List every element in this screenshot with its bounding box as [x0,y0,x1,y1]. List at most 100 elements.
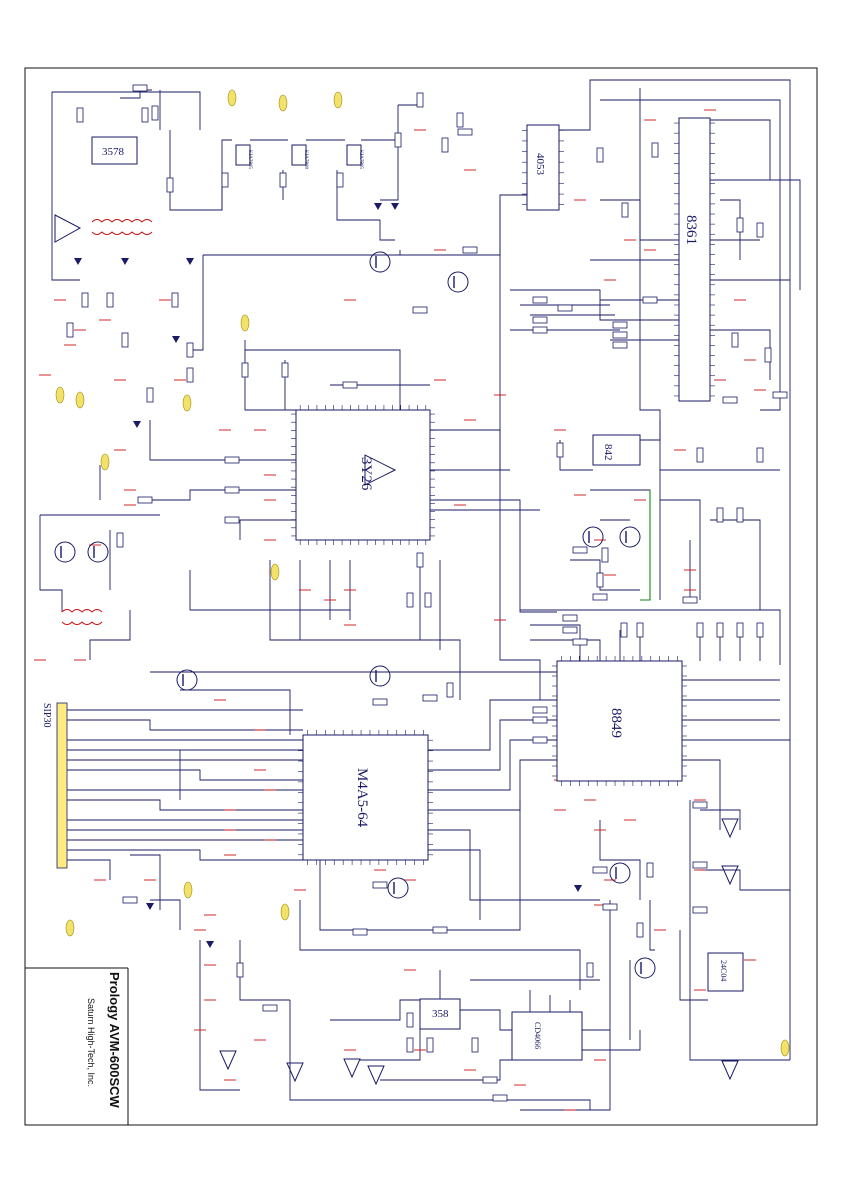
resistor [241,362,249,378]
resistor [692,861,708,869]
resistor [412,306,428,314]
net-flag [55,386,65,404]
net-flag [280,903,290,921]
diode-symbol [121,258,129,265]
ic-3578: 3578 [91,136,138,165]
ic-24c04: 24C04 [707,952,744,992]
product-title: Prology AVM-600SCW [107,972,122,1109]
resistor [596,572,604,588]
op-amp-symbol [367,1065,385,1086]
resistor [446,682,454,698]
regulator-1: KIA7805 [235,144,252,169]
resistor [224,486,240,494]
resistor [532,296,548,304]
ic-8361-label: 8361 [683,215,699,245]
ic-8361: 8361 [678,117,711,402]
op-amp-symbol [721,865,739,886]
resistor [352,928,368,936]
wire [710,179,801,290]
ic-cd4066-label: CD4066 [533,1022,542,1049]
net-flag [75,391,85,409]
ic-8849: 8849 [556,660,683,782]
resistor [692,801,708,809]
resistor [532,316,548,324]
resistor [592,593,608,601]
wire [700,809,741,830]
resistor [736,622,744,638]
resistor [532,326,548,334]
transistor-symbol [634,957,656,979]
svg-text:KIA7805: KIA7805 [358,150,363,169]
resistor [426,1037,434,1053]
resistor [756,447,764,463]
resistor [121,332,129,348]
svg-text:KIA7805: KIA7805 [247,150,252,169]
net-flag [333,91,343,109]
wire [336,170,380,221]
wire [188,255,204,351]
resistor [122,896,138,904]
resistor [572,638,588,646]
resistor [764,347,772,363]
ic-cd4066: CD4066 [511,1011,583,1061]
resistor [557,304,573,312]
resistor [106,292,114,308]
wire [428,739,557,791]
resistor [416,552,424,568]
wire [67,859,111,880]
wire [203,250,401,256]
net-flag [183,881,193,899]
resistor [756,222,764,238]
transistor-symbol [87,541,109,563]
resistor [76,107,84,123]
wire [639,88,661,600]
wire [590,489,651,540]
wire [559,440,593,471]
transistor-symbol [619,526,641,548]
transistors [54,251,656,979]
wire [67,719,303,731]
resistor [137,496,153,504]
op-amp-symbol [721,1060,739,1081]
wire [520,609,781,665]
transistor-symbol [387,877,409,899]
wire [380,140,399,201]
wire [428,699,557,751]
wire [289,1000,520,1101]
net-flags [55,89,790,1057]
wire [245,349,401,410]
net-flag [240,314,250,332]
resistor [636,922,644,938]
wire [640,490,651,601]
resistor [457,128,473,136]
resistor [532,706,548,714]
diode-symbol [172,336,180,343]
resistor [394,132,402,148]
transformer-bottom [61,609,103,625]
diode-symbol [186,258,194,265]
ic-m4a5-64: M4A5-64 [302,734,429,861]
wire [710,519,761,610]
ic-8849-label: 8849 [608,708,624,738]
transistor-symbol [609,862,631,884]
net-flag [65,919,75,937]
resistor [372,698,388,706]
resistor [592,866,608,874]
wire [379,220,395,241]
wire [428,829,600,901]
wire [199,940,240,1091]
resistor [562,626,578,634]
wire [169,130,232,211]
wire [67,849,303,861]
wire [180,689,291,735]
svg-text:KIA7808: KIA7808 [303,150,308,169]
wire [52,91,201,130]
resistor [612,321,628,329]
title-block: Prology AVM-600SCW Saturn High-Tech, Inc… [25,967,129,1125]
resistor [756,622,764,638]
wire [89,610,131,660]
wire [679,930,708,1001]
resistor [682,596,698,604]
wire [67,799,303,811]
